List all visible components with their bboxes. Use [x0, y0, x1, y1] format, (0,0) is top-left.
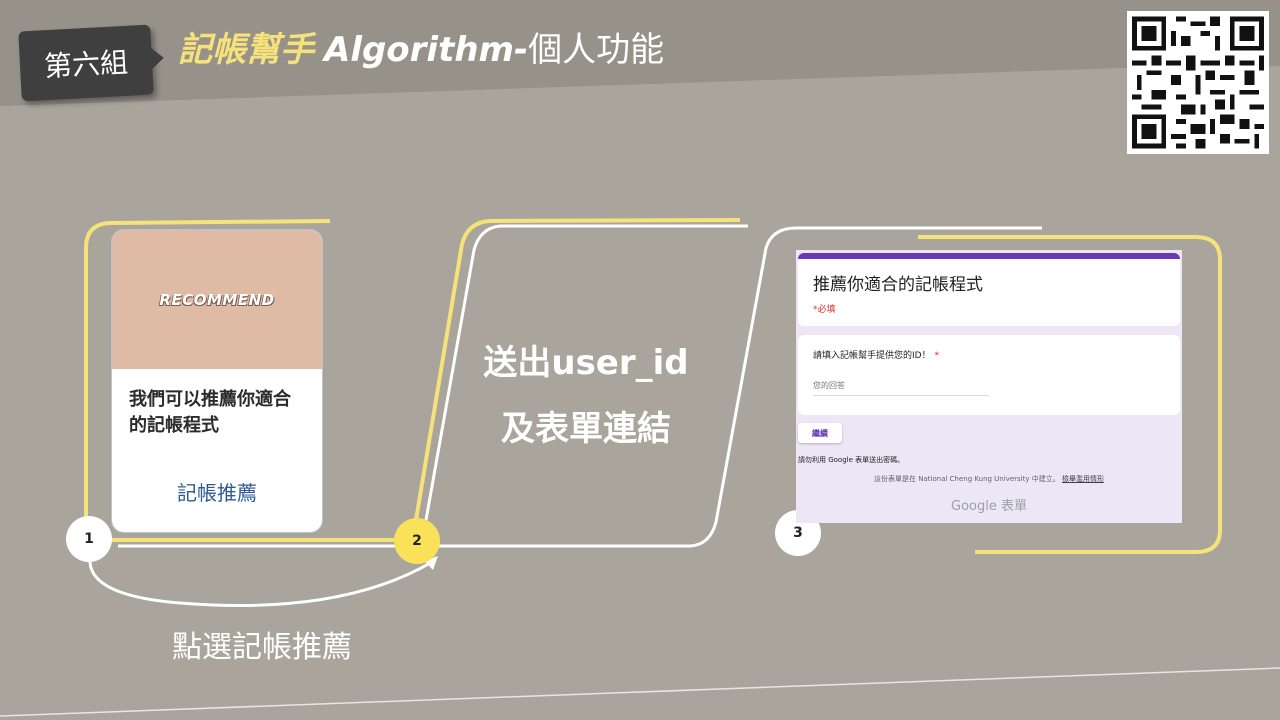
send-description: 送出user_id 及表單連結	[470, 330, 702, 462]
google-forms-logo: Google 表單	[951, 499, 1027, 514]
form-question-card: 請填入記帳幫手提供您的ID！* 您的回答	[798, 335, 1180, 415]
title-highlight: 記帳幫手	[178, 30, 314, 70]
next-button[interactable]: 繼續	[798, 423, 842, 443]
form-title: 推薦你適合的記帳程式	[813, 275, 983, 295]
card-banner-label: RECOMMEND	[159, 290, 275, 309]
recommend-link[interactable]: 記帳推薦	[177, 481, 257, 505]
answer-input[interactable]: 您的回答	[813, 380, 989, 396]
required-note: *必填	[813, 305, 836, 315]
question-label: 請填入記帳幫手提供您的ID！*	[813, 348, 939, 361]
title-algorithm: Algorithm-	[324, 30, 529, 70]
password-note: 請勿利用 Google 表單送出密碼。	[798, 456, 905, 464]
send-line-2: 及表單連結	[501, 409, 671, 449]
form-footer: 這份表單是在 National Cheng Kung University 中建…	[796, 474, 1182, 484]
step-1-circle: 1	[66, 516, 112, 562]
group-badge: 第六組	[18, 24, 154, 102]
card-description: 我們可以推薦你適合的記帳程式	[129, 389, 291, 436]
form-header: 推薦你適合的記帳程式 *必填	[798, 253, 1180, 326]
google-form: 推薦你適合的記帳程式 *必填 請填入記帳幫手提供您的ID！* 您的回答 繼續 請…	[796, 250, 1182, 523]
step-2-circle: 2	[394, 518, 440, 564]
question-text: 請填入記帳幫手提供您的ID！	[813, 351, 931, 361]
recommend-card: RECOMMEND 我們可以推薦你適合的記帳程式 記帳推薦	[112, 230, 322, 532]
qr-code-icon	[1127, 11, 1269, 154]
send-line-1: 送出user_id	[483, 343, 689, 383]
required-star: *	[934, 351, 940, 361]
click-caption: 點選記帳推薦	[172, 630, 352, 665]
report-abuse-link[interactable]: 檢舉濫用情形	[1061, 475, 1104, 483]
page-title: 記帳幫手 Algorithm- 個人功能	[178, 22, 664, 72]
card-banner: RECOMMEND	[112, 230, 322, 369]
footer-text: 這份表單是在 National Cheng Kung University 中建…	[874, 475, 1060, 483]
title-suffix: 個人功能	[528, 30, 665, 70]
